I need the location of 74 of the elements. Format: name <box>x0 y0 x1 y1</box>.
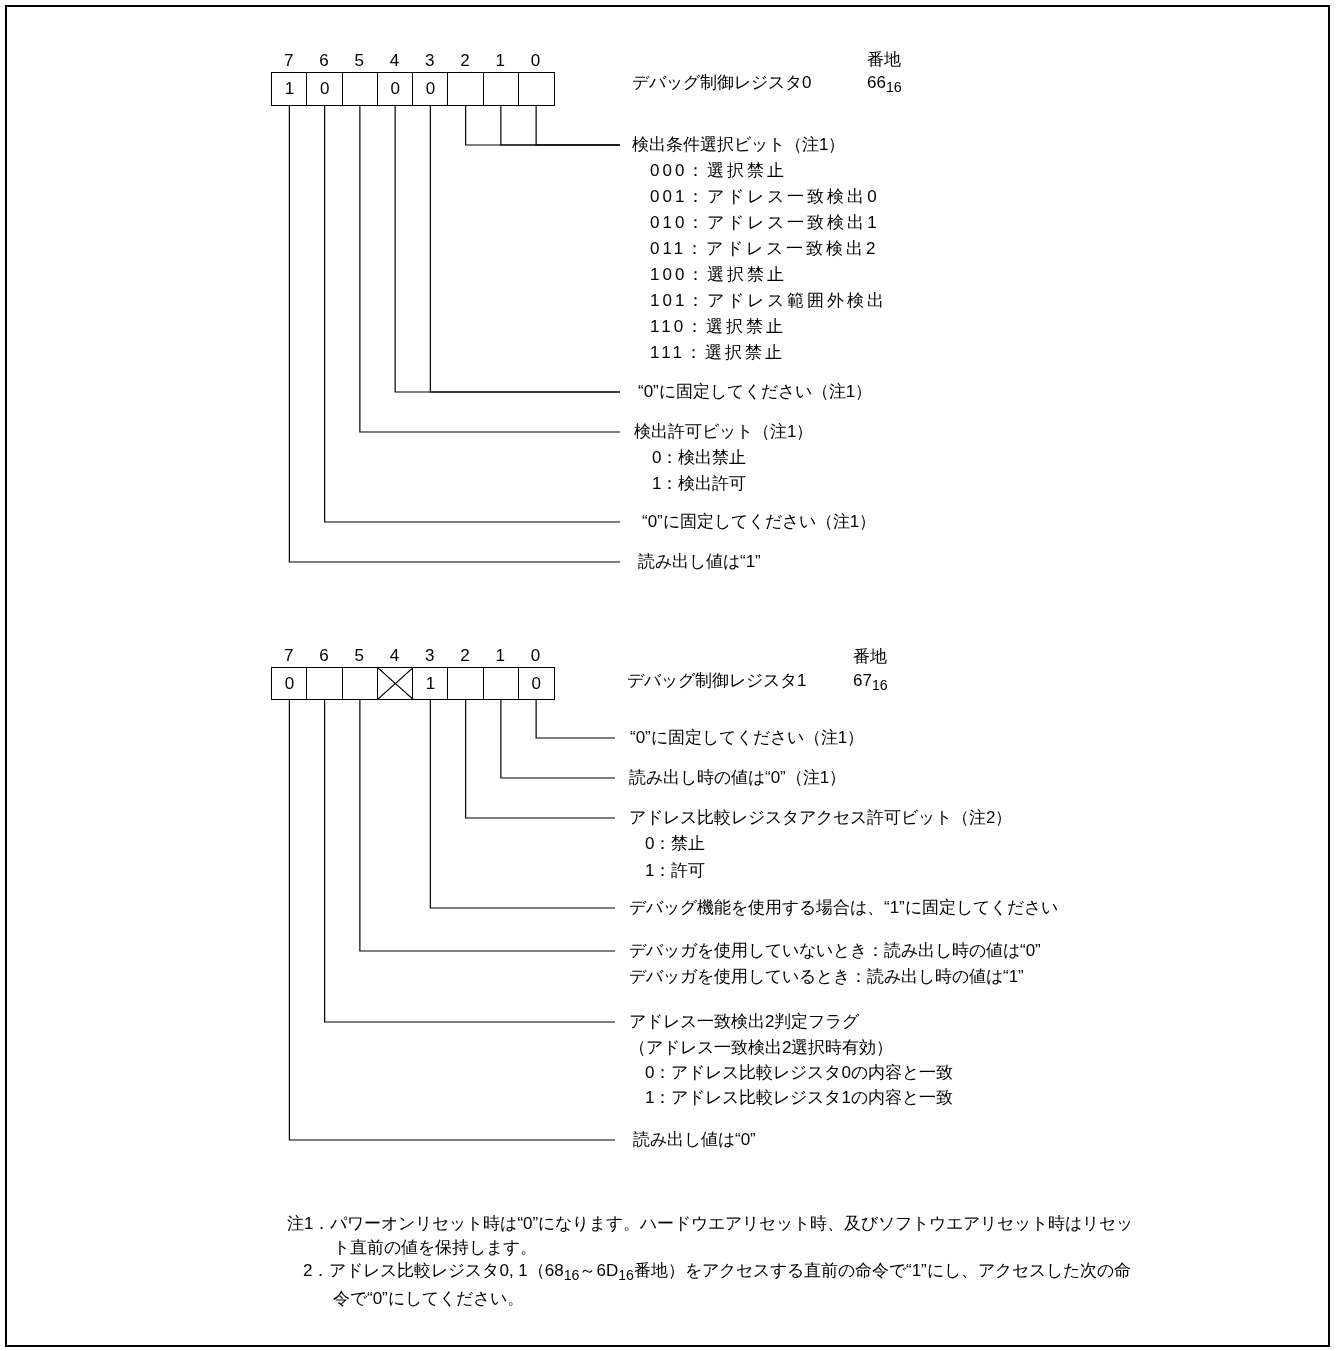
register-address: 66$_{16}$ <box>867 73 902 98</box>
leader-line <box>288 105 621 563</box>
leader-line <box>359 105 621 433</box>
value-description: 100：選択禁止 <box>649 264 789 286</box>
leader-line <box>429 105 621 393</box>
value-description: 0：アドレス比較レジスタ0の内容と一致 <box>644 1061 953 1084</box>
bit-number: 0 <box>529 647 542 665</box>
field-description: 読み出し時の値は“0”（注1） <box>628 767 847 789</box>
field-description: デバッガを使用していないとき：読み出し時の値は“0” <box>628 940 1041 962</box>
value-description: デバッガを使用しているとき：読み出し時の値は“1” <box>628 966 1025 988</box>
leader-line <box>359 699 616 952</box>
bit-cell: 1 <box>271 72 308 106</box>
bit-cell <box>447 72 484 106</box>
field-description: “0”に固定してください（注1） <box>629 727 865 749</box>
value-description: （アドレス一致検出2選択時有効） <box>628 1036 895 1059</box>
value-description: 011：アドレス一致検出2 <box>649 238 880 260</box>
bit-cell <box>447 667 484 700</box>
bit-number: 7 <box>282 52 295 70</box>
bit-number: 2 <box>459 52 471 70</box>
value-description: 101：アドレス範囲外検出 <box>649 290 888 312</box>
bit-number: 0 <box>529 52 542 70</box>
leader-line <box>324 105 621 523</box>
bit-number: 1 <box>494 52 506 70</box>
bit-cell: 0 <box>412 72 449 106</box>
field-description: “0”に固定してください（注1） <box>637 381 873 403</box>
bit-number: 4 <box>388 52 401 70</box>
bit-number: 1 <box>494 647 506 665</box>
leader-line <box>465 699 616 819</box>
bit-number: 4 <box>388 647 401 665</box>
field-description: アドレス一致検出2判定フラグ <box>628 1011 861 1034</box>
value-description: 1：許可 <box>644 859 707 882</box>
value-description: 1：アドレス比較レジスタ1の内容と一致 <box>644 1087 953 1110</box>
field-description: “0”に固定してください（注1） <box>641 511 877 533</box>
bit-number: 6 <box>318 52 330 70</box>
field-description: 検出許可ビット（注1） <box>633 421 814 443</box>
footnote: 2．アドレス比較レジスタ0, 1（68$_{16}$～6D$_{16}$番地）をアクセスする直前の命令で“1”にし、アクセスした次の命令で“0”にしてください。 <box>303 1260 1132 1311</box>
value-description: 1：検出許可 <box>651 473 748 495</box>
field-description: デバッグ機能を使用する場合は、“1”に固定してください <box>628 897 1058 919</box>
field-description: アドレス比較レジスタアクセス許可ビット（注2） <box>628 806 1013 829</box>
bit-number: 7 <box>282 647 295 665</box>
address-heading: 番地 <box>853 647 887 667</box>
bit-cell <box>517 72 555 106</box>
value-description: 0：禁止 <box>644 833 707 856</box>
field-description: 読み出し値は“0” <box>632 1129 756 1151</box>
bit-cell: 0 <box>306 72 343 106</box>
leader-line <box>535 699 616 739</box>
leader-line <box>535 105 621 146</box>
register-name: デバッグ制御レジスタ0 <box>632 73 812 93</box>
leader-line <box>500 699 616 779</box>
leader-line <box>324 699 616 1023</box>
bit-number: 3 <box>423 52 436 70</box>
field-description: 読み出し値は“1” <box>637 551 761 573</box>
bit-cell: 0 <box>517 667 555 700</box>
register-name: デバッグ制御レジスタ1 <box>627 671 807 691</box>
bit-number: 3 <box>423 647 436 665</box>
footnote: 注1．パワーオンリセット時は“0”になります。ハードウエアリセット時、及びソフトウエアリセット時はリセット直前の値を保持します。 <box>287 1213 1135 1259</box>
leader-line <box>288 699 616 1141</box>
bit-number: 6 <box>318 647 330 665</box>
value-description: 000：選択禁止 <box>649 160 789 182</box>
value-description: 001：アドレス一致検出0 <box>649 186 881 208</box>
bit-cell: 0 <box>271 667 308 700</box>
bit-cell: 1 <box>412 667 449 700</box>
value-description: 0：検出禁止 <box>651 447 748 469</box>
value-description: 110：選択禁止 <box>649 316 788 338</box>
bit-number: 5 <box>353 52 365 70</box>
bit-cell <box>306 667 343 700</box>
value-description: 010：アドレス一致検出1 <box>649 212 881 234</box>
value-description: 111：選択禁止 <box>649 342 786 364</box>
field-description: 検出条件選択ビット（注1） <box>631 134 847 156</box>
register-address: 67$_{16}$ <box>853 671 888 696</box>
address-heading: 番地 <box>867 50 901 70</box>
bit-number: 2 <box>459 647 471 665</box>
bit-number: 5 <box>353 647 365 665</box>
leader-line <box>429 699 616 909</box>
